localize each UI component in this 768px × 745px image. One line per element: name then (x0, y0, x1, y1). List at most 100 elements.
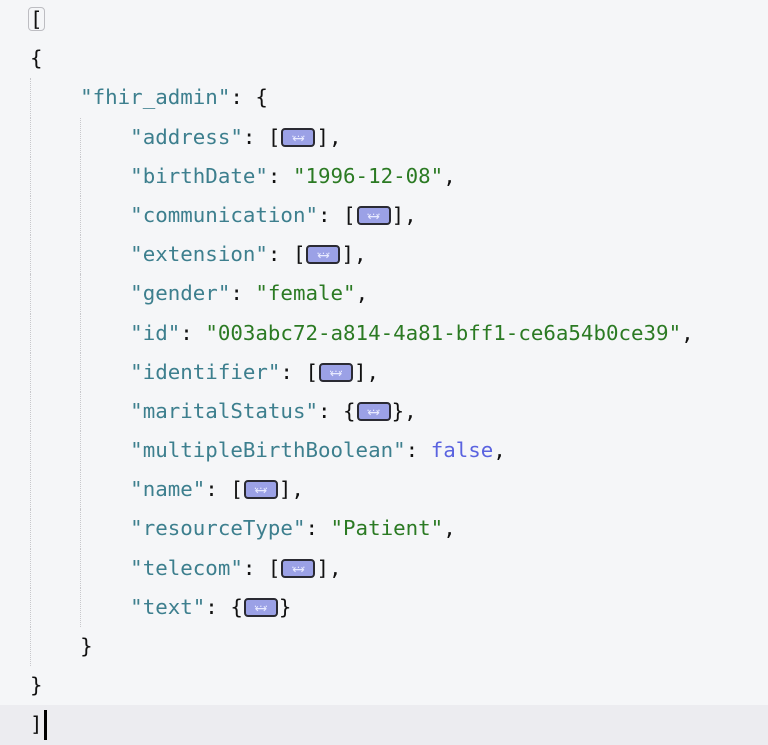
text-cursor (43, 710, 47, 741)
colon: : (305, 516, 331, 541)
fold-expand-icon[interactable] (356, 194, 391, 235)
json-key: "name" (130, 477, 206, 502)
boolean-value: false (430, 438, 494, 463)
code-line[interactable]: "fhir_admin": { (0, 78, 768, 118)
indent-guide (80, 352, 82, 392)
string-value: "female" (255, 281, 356, 306)
bracket: } (80, 634, 93, 658)
code-line[interactable]: { (0, 39, 768, 78)
close-bracket: ] (278, 477, 292, 502)
code-line[interactable]: "birthDate": "1996-12-08", (0, 156, 768, 196)
code-line[interactable]: "communication": [], (0, 194, 768, 236)
code-line[interactable]: "telecom": [], (0, 547, 768, 588)
close-bracket: ] (316, 124, 329, 149)
code-line[interactable]: [ (0, 0, 768, 39)
close-bracket: ] (354, 359, 367, 384)
comma: , (404, 202, 417, 227)
fold-expand-icon[interactable] (243, 586, 278, 627)
open-bracket: [ (305, 359, 318, 384)
comma: , (493, 438, 506, 463)
colon: : (267, 242, 293, 267)
json-key: "extension" (130, 242, 268, 267)
code-line[interactable]: } (0, 627, 768, 667)
indent-guide (30, 431, 31, 471)
comma: , (328, 555, 342, 580)
bracket: } (30, 673, 43, 698)
open-bracket: [ (230, 477, 243, 502)
json-key: "identifier" (130, 359, 281, 384)
json-key: "resourceType" (130, 516, 306, 541)
code-line[interactable]: ] (0, 705, 768, 745)
json-key: "telecom" (130, 555, 243, 580)
indent-guide (80, 117, 82, 157)
fold-expand-icon[interactable] (356, 390, 391, 431)
fold-expand-icon[interactable] (281, 547, 316, 588)
colon: : (317, 202, 344, 227)
bracket: [ (28, 7, 45, 31)
open-bracket: [ (343, 202, 356, 227)
fold-expand-icon[interactable] (281, 116, 316, 157)
fold-expand-icon[interactable] (243, 468, 278, 509)
indent-guide (30, 156, 31, 196)
comma: , (328, 124, 342, 149)
indent-guide (30, 391, 31, 432)
json-key: "fhir_admin" (80, 85, 231, 110)
colon: : (230, 85, 256, 110)
fold-expand-icon[interactable] (319, 351, 353, 392)
json-key: "address" (130, 124, 243, 149)
indent-guide (80, 431, 82, 471)
code-line[interactable]: } (0, 666, 768, 705)
colon: : (267, 163, 293, 188)
open-brace: { (255, 85, 268, 110)
fold-expand-icon[interactable] (306, 233, 341, 274)
comma: , (681, 320, 694, 345)
close-bracket: ] (316, 555, 329, 580)
open-bracket: [ (267, 555, 281, 580)
code-line[interactable]: "identifier": [], (0, 351, 768, 392)
json-key: "gender" (130, 281, 231, 306)
close-bracket: } (278, 594, 292, 619)
code-line[interactable]: "maritalStatus": {}, (0, 390, 768, 432)
code-line[interactable]: "id": "003abc72-a814-4a81-bff1-ce6a54b0c… (0, 313, 768, 353)
indent-guide (80, 235, 82, 275)
code-line[interactable]: "multipleBirthBoolean": false, (0, 431, 768, 471)
colon: : (180, 320, 206, 345)
colon: : (230, 281, 256, 306)
indent-guide (80, 391, 82, 432)
bracket: { (30, 46, 43, 71)
indent-guide (30, 470, 31, 510)
comma: , (355, 281, 369, 306)
indent-guide (30, 195, 31, 236)
code-line[interactable]: "text": {} (0, 586, 768, 627)
json-key: "multipleBirthBoolean" (130, 438, 406, 463)
indent-guide (80, 274, 82, 314)
indent-guide (80, 470, 82, 510)
code-line[interactable]: "extension": [], (0, 233, 768, 275)
indent-guide (30, 313, 31, 353)
colon: : (317, 398, 344, 423)
open-bracket: { (230, 594, 243, 619)
close-bracket: } (391, 398, 405, 423)
indent-guide (80, 587, 82, 627)
bracket: ] (30, 712, 43, 737)
open-bracket: [ (267, 124, 281, 149)
indent-guide (80, 509, 82, 549)
code-line[interactable]: "resourceType": "Patient", (0, 509, 768, 549)
json-key: "communication" (130, 202, 318, 227)
json-key: "text" (130, 594, 206, 619)
close-bracket: ] (391, 202, 405, 227)
comma: , (443, 163, 456, 188)
indent-guide (30, 78, 31, 118)
json-key: "maritalStatus" (130, 398, 318, 423)
code-line[interactable]: "gender": "female", (0, 274, 768, 314)
code-line[interactable]: "address": [], (0, 116, 768, 157)
indent-guide (30, 587, 31, 627)
string-value: "003abc72-a814-4a81-bff1-ce6a54b0ce39" (205, 320, 682, 345)
code-line[interactable]: "name": [], (0, 468, 768, 510)
comma: , (366, 359, 380, 384)
json-key: "id" (130, 320, 181, 345)
indent-guide (80, 156, 82, 196)
indent-guide (30, 627, 31, 667)
indent-guide (80, 548, 82, 588)
